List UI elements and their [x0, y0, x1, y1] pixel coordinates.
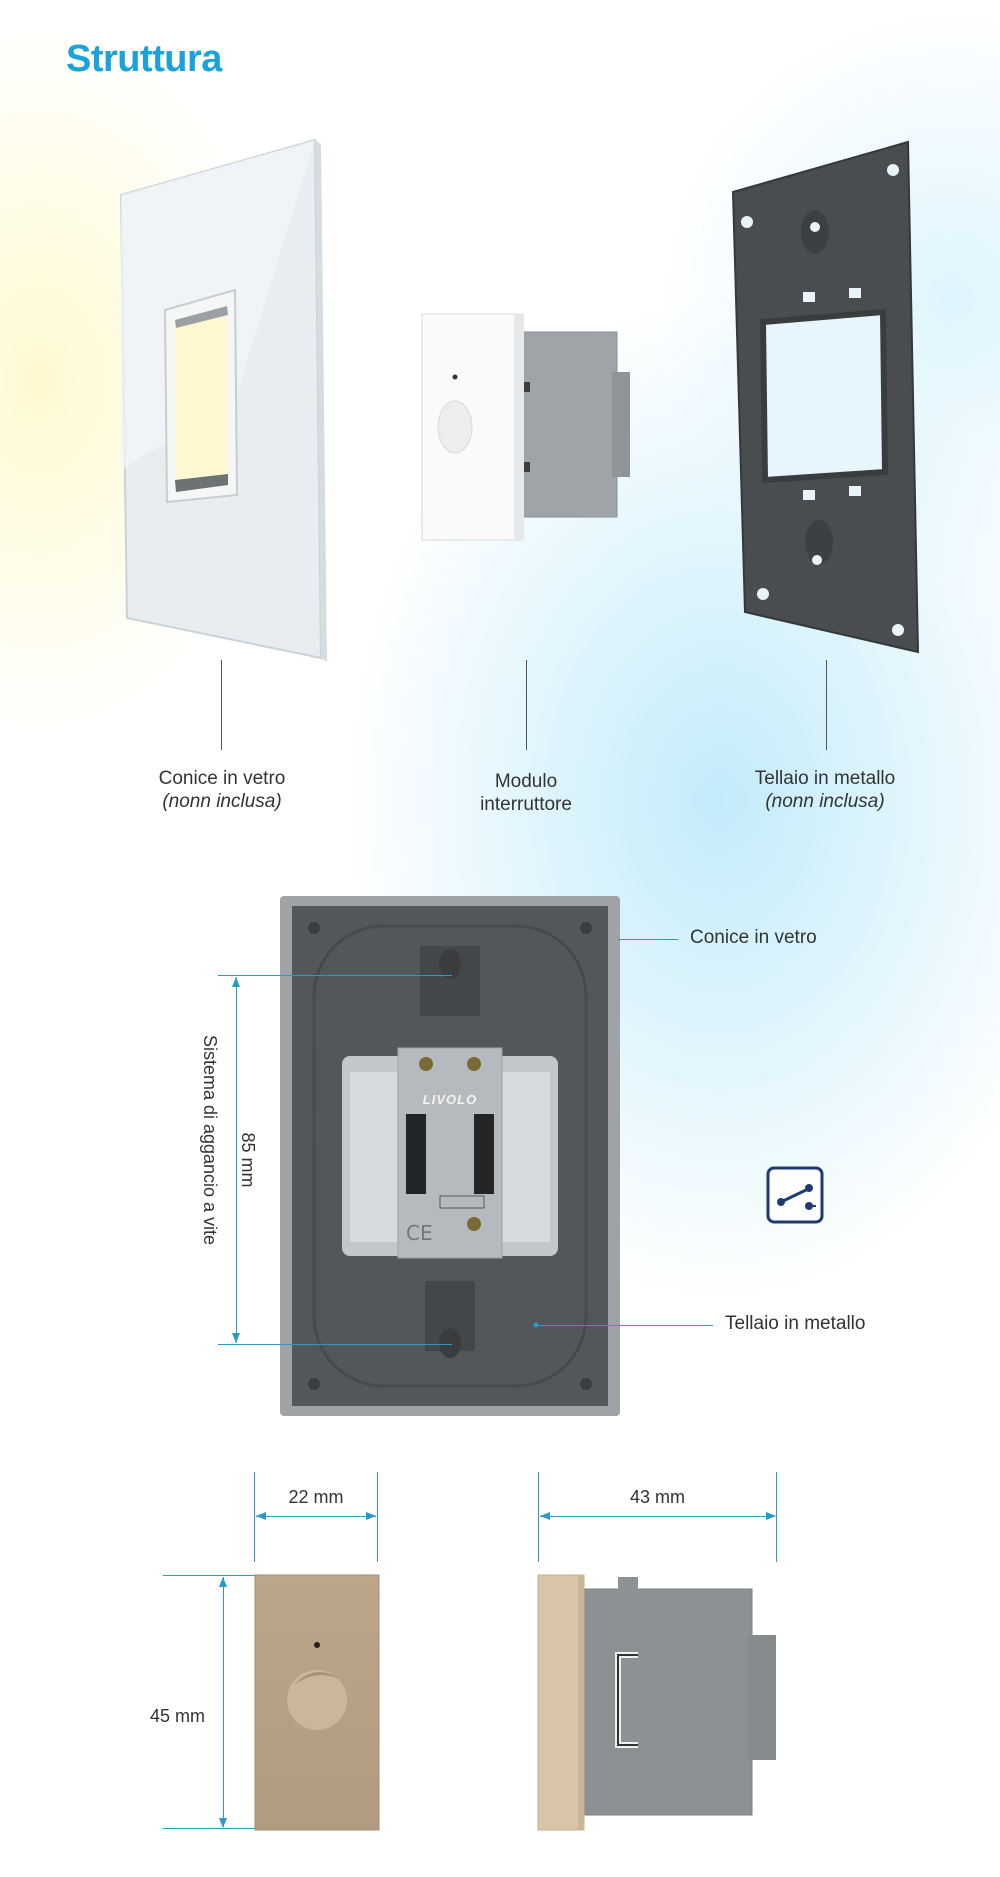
mount-dim-top-tick — [218, 975, 452, 976]
height-dim-label: 45 mm — [150, 1706, 206, 1726]
glass-cover-label: Conice in vetro (nonn inclusa) — [122, 767, 322, 813]
depth-dim-line — [540, 1516, 775, 1517]
page-title: Struttura — [66, 38, 222, 80]
metal-frame-note: (nonn inclusa) — [765, 791, 885, 812]
metal-frame-leader-line — [826, 660, 827, 750]
svg-text:CE: CE — [406, 1221, 433, 1245]
frame-callout-label: Tellaio in metallo — [725, 1313, 866, 1334]
two-way-switch-icon — [766, 1166, 824, 1224]
width-dim-left-ext — [254, 1472, 255, 1562]
module-brand-text: LIVOLO — [422, 1092, 478, 1107]
glass-callout-line — [618, 939, 678, 940]
gold-module-side-image — [537, 1574, 776, 1831]
assembled-rear-view-image: CE — [280, 896, 620, 1416]
frame-callout-dot — [533, 1322, 539, 1328]
mount-dim-arrows — [232, 977, 240, 1343]
depth-dim-right-ext — [776, 1472, 777, 1562]
gold-module-front-image — [254, 1574, 380, 1831]
mount-height-label: 85 mm — [238, 1132, 258, 1188]
metal-frame-label: Tellaio in metallo (nonn inclusa) — [725, 767, 925, 813]
glass-cover-name: Conice in vetro — [158, 768, 286, 789]
mount-dim-bottom-tick — [218, 1344, 452, 1345]
width-dim-arrows — [256, 1512, 376, 1520]
metal-frame-name: Tellaio in metallo — [754, 768, 896, 789]
switch-module-name-line1: Modulo — [494, 771, 558, 792]
width-dim-line — [256, 1516, 376, 1517]
height-dim-top-ext — [163, 1575, 255, 1576]
metal-frame-image — [731, 140, 920, 654]
width-dim-right-ext — [377, 1472, 378, 1562]
width-dim-label: 22 mm — [288, 1487, 344, 1507]
height-dim-line — [223, 1577, 224, 1827]
glass-cover-note: (nonn inclusa) — [162, 791, 282, 812]
height-dim-bottom-ext — [163, 1828, 255, 1829]
switch-module-leader-line — [526, 660, 527, 750]
glass-cover-leader-line — [221, 660, 222, 750]
depth-dim-arrows — [540, 1512, 776, 1520]
height-dim-arrows — [219, 1577, 227, 1828]
switch-module-label: Modulo interruttore — [426, 770, 626, 816]
depth-dim-label: 43 mm — [629, 1487, 685, 1507]
switch-module-name-line2: interruttore — [480, 794, 572, 815]
glass-callout-label: Conice in vetro — [690, 927, 817, 948]
depth-dim-left-ext — [538, 1472, 539, 1562]
mount-system-label: Sistema di aggancio a vite — [200, 1034, 220, 1246]
glass-cover-image — [119, 138, 327, 662]
mount-dim-line — [236, 977, 237, 1343]
frame-callout-line — [538, 1325, 713, 1326]
switch-module-image — [421, 313, 630, 541]
